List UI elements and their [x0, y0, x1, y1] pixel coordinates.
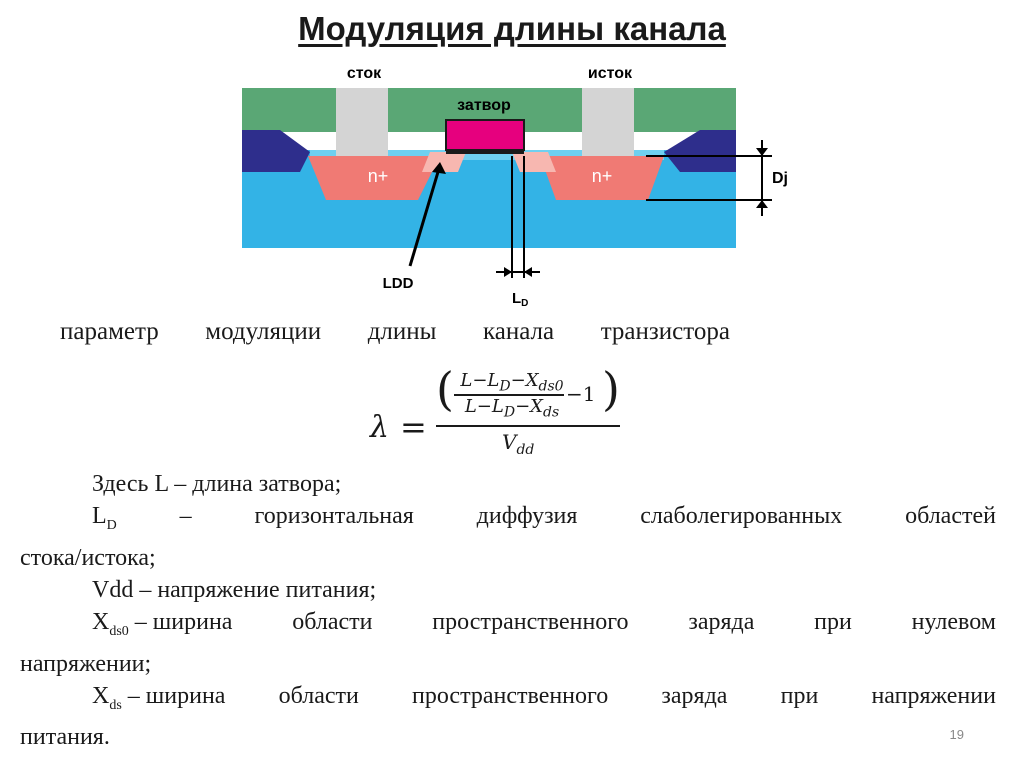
ldd-label: LDD	[383, 275, 414, 292]
ld-label: LD	[512, 290, 528, 309]
definition-xds: Xds – ширина области пространственного з…	[92, 682, 996, 713]
field-oxide-left	[242, 130, 310, 172]
definition-l: Здесь L – длина затвора;	[92, 471, 342, 497]
lead-sentence: параметр модуляции длины канала транзист…	[60, 318, 730, 346]
drain-contact	[336, 88, 388, 156]
definition-vdd: Vdd – напряжение питания;	[92, 576, 377, 603]
n-plus-left-label: n+	[368, 166, 389, 186]
n-plus-right-region	[540, 156, 664, 200]
n-plus-right-label: n+	[592, 166, 613, 186]
definitions-block: Здесь L – длина затвора; LD – горизонтал…	[20, 468, 996, 753]
drain-label: сток	[347, 65, 382, 82]
inner-denominator: L−LD−Xds	[464, 396, 560, 421]
definition-ld: LD – горизонтальная диффузия слаболегиро…	[92, 503, 996, 533]
fraction-bar	[436, 425, 620, 427]
formula-denominator: Vdd	[502, 430, 535, 458]
inner-numerator: L−LD−Xds0	[460, 370, 564, 395]
gate-electrode	[445, 119, 525, 151]
lead-word: канала	[483, 318, 555, 345]
n-plus-left-region	[308, 156, 440, 200]
definition-ld-cont: стока/истока;	[20, 544, 156, 571]
definition-xds0-cont: напряжении;	[20, 650, 152, 677]
field-oxide-right	[664, 130, 736, 172]
lead-word: модуляции	[205, 318, 322, 345]
channel-region	[310, 150, 664, 160]
definition-xds-cont: питания.	[20, 724, 110, 751]
definition-xds0: Xds0 – ширина области пространственного …	[92, 608, 996, 639]
mosfet-cross-section-diagram: сток исток затвор n+ n+ Dj LDD LD	[242, 65, 788, 309]
lead-word: транзистора	[600, 318, 730, 345]
ldd-left-region	[422, 152, 466, 172]
source-contact	[582, 88, 634, 156]
lead-word: параметр	[60, 318, 159, 345]
formula-numerator: ( L−LD−Xds0 L−LD−Xds −1 )	[436, 362, 620, 421]
slide-title: Модуляция длины канала	[298, 10, 726, 47]
equals-sign: =	[400, 408, 427, 446]
page-number: 19	[949, 727, 964, 742]
source-label: исток	[588, 65, 633, 82]
gate-oxide	[446, 150, 524, 154]
minus-one: −1	[566, 382, 596, 406]
dj-label: Dj	[772, 170, 788, 187]
gate-label: затвор	[457, 97, 511, 114]
lead-word: длины	[367, 318, 437, 345]
lambda-symbol: λ	[370, 410, 390, 445]
